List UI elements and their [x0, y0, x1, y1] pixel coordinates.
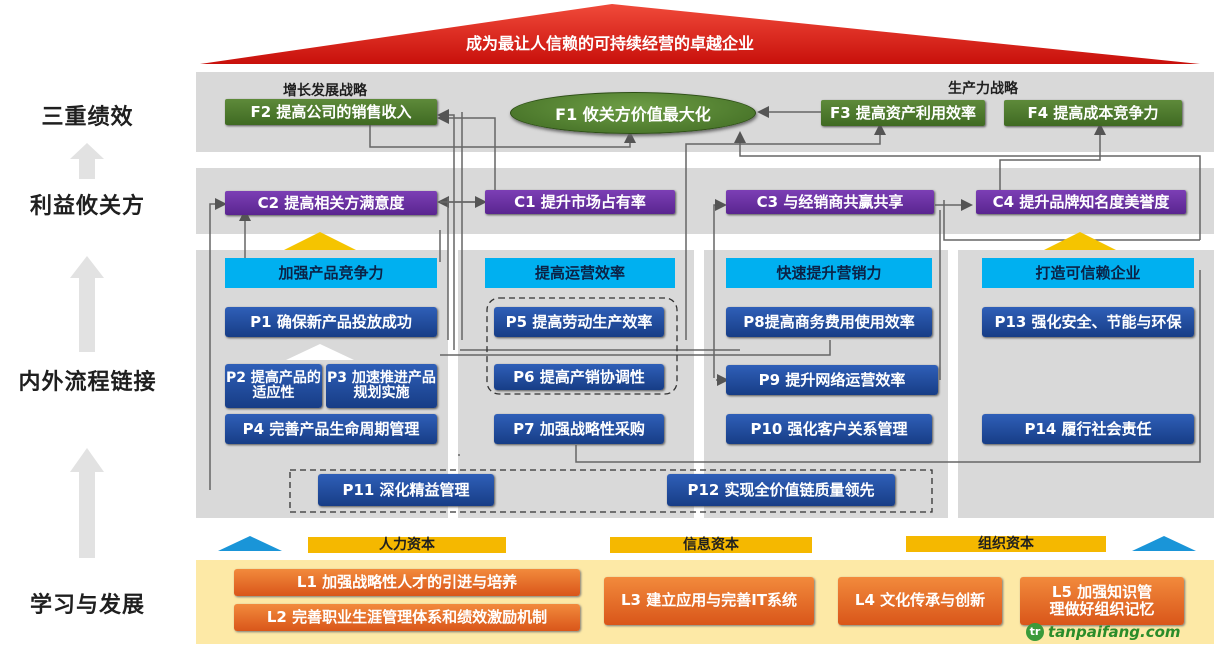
learning-l3: L3 建立应用与完善IT系统	[604, 577, 814, 625]
finance-f4: F4 提高成本竞争力	[1004, 100, 1182, 126]
capital-human: 人力资本	[308, 537, 506, 553]
finance-f2: F2 提高公司的销售收入	[225, 99, 437, 125]
process-p6: P6 提高产销协调性	[494, 364, 664, 390]
process-p14: P14 履行社会责任	[982, 414, 1194, 444]
process-p9: P9 提升网络运营效率	[726, 365, 938, 395]
watermark: tr tanpaifang.com	[1026, 622, 1218, 642]
process-column-4	[958, 250, 1214, 518]
process-p1: P1 确保新产品投放成功	[225, 307, 437, 337]
row-label-stakeholders: 利益攸关方	[29, 194, 145, 219]
learning-l5: L5 加强知识管理做好组织记忆	[1020, 577, 1184, 625]
theme-operating-efficiency: 提高运营效率	[485, 258, 675, 288]
capital-information: 信息资本	[610, 537, 812, 553]
customer-c3: C3 与经销商共赢共享	[726, 190, 934, 214]
process-p3: P3 加速推进产品规划实施	[326, 364, 437, 408]
process-p2: P2 提高产品的适应性	[225, 364, 322, 408]
process-p11: P11 深化精益管理	[318, 474, 494, 506]
finance-f3: F3 提高资产利用效率	[821, 100, 985, 126]
vision-title: 成为最让人信赖的可持续经营的卓越企业	[465, 34, 754, 53]
row-label-learning: 学习与发展	[29, 593, 145, 618]
learning-l2: L2 完善职业生涯管理体系和绩效激励机制	[234, 604, 580, 631]
theme-marketing-power: 快速提升营销力	[726, 258, 932, 288]
theme-trustworthy-enterprise: 打造可信赖企业	[982, 258, 1194, 288]
roof-triangle	[200, 4, 1200, 64]
process-p7: P7 加强战略性采购	[494, 414, 664, 444]
process-p8: P8提高商务费用使用效率	[726, 307, 932, 337]
process-p10: P10 强化客户关系管理	[726, 414, 932, 444]
row-label-performance: 三重绩效	[41, 105, 134, 130]
productivity-strategy-caption: 生产力战略	[948, 81, 1018, 97]
learning-l1: L1 加强战略性人才的引进与培养	[234, 569, 580, 596]
process-p13: P13 强化安全、节能与环保	[982, 307, 1194, 337]
customer-c2: C2 提高相关方满意度	[225, 191, 437, 215]
customer-c4: C4 提升品牌知名度美誉度	[976, 190, 1186, 214]
up-arrow-icon	[70, 256, 104, 352]
row-label-process: 内外流程链接	[18, 370, 157, 395]
process-p12: P12 实现全价值链质量领先	[667, 474, 895, 506]
learning-l4: L4 文化传承与创新	[838, 577, 1002, 625]
process-p4: P4 完善产品生命周期管理	[225, 414, 437, 444]
process-p5: P5 提高劳动生产效率	[494, 307, 664, 337]
watermark-text: tanpaifang.com	[1048, 623, 1181, 641]
theme-product-competitiveness: 加强产品竞争力	[225, 258, 437, 288]
up-arrow-icon	[70, 143, 104, 179]
finance-f1-label: F1 攸关方价值最大化	[555, 105, 711, 124]
growth-strategy-caption: 增长发展战略	[283, 83, 367, 99]
customer-c1: C1 提升市场占有率	[485, 190, 675, 214]
finance-f1: F1 攸关方价值最大化	[510, 92, 756, 134]
leaf-logo-icon: tr	[1026, 623, 1044, 641]
up-arrow-icon	[70, 448, 104, 558]
capital-organization: 组织资本	[906, 536, 1106, 552]
